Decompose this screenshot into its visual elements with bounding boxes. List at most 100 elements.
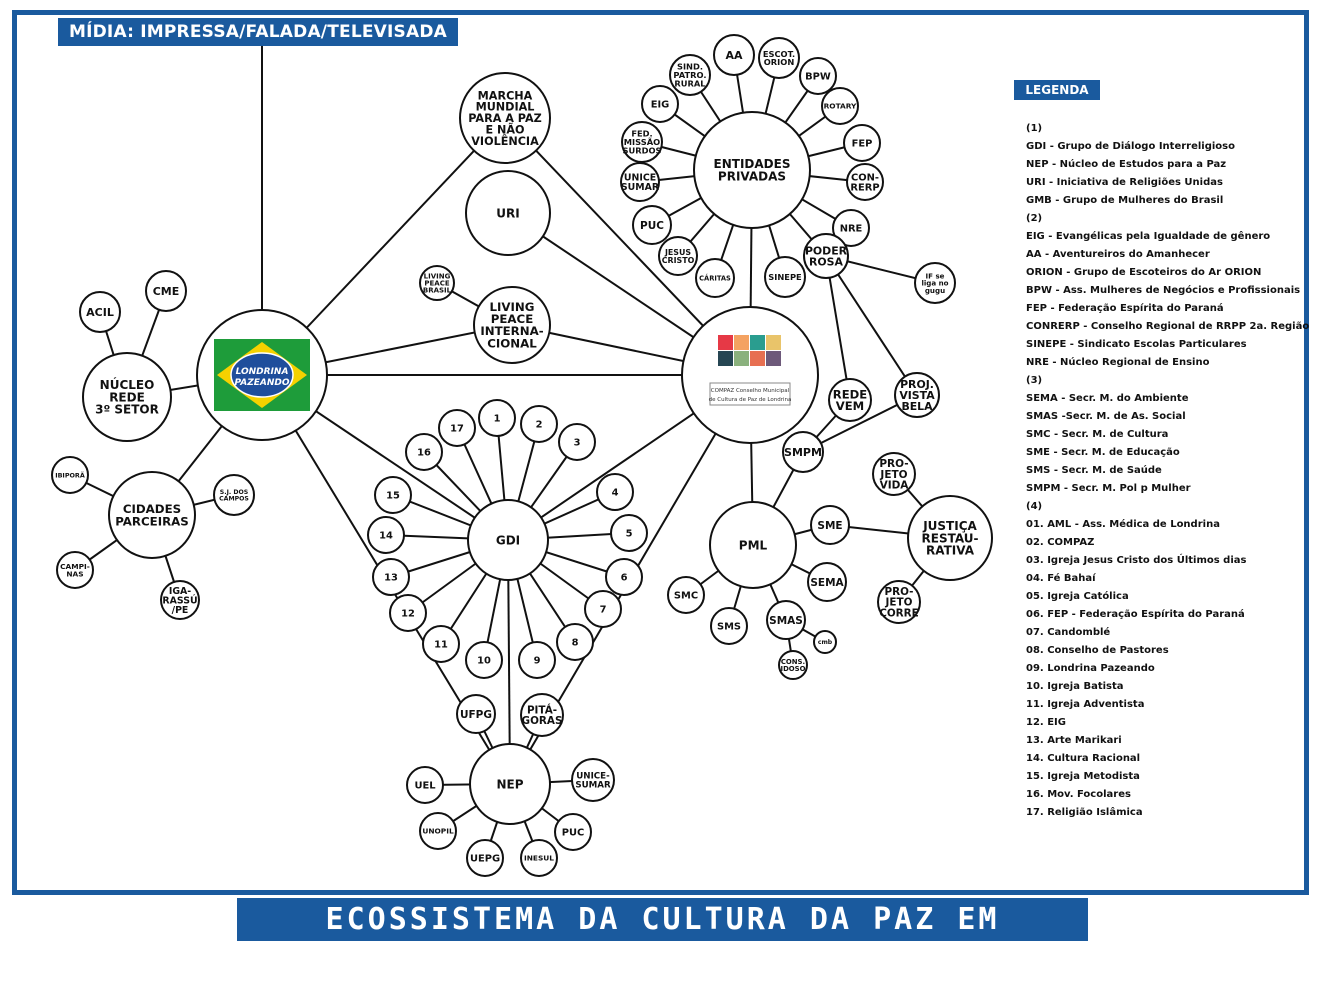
node-circle-smpm	[782, 431, 824, 473]
legend-item: 09. Londrina Pazeando	[1026, 663, 1155, 674]
node-label: ORION	[764, 57, 795, 67]
node-label: 9	[534, 656, 541, 667]
node-circle-ifsoligo	[914, 262, 956, 304]
node-circle-g10	[465, 641, 503, 679]
node-circle-escot	[758, 37, 800, 79]
legend-item: SMS - Secr. M. de Saúde	[1026, 465, 1162, 476]
node-gdi: GDI	[467, 499, 549, 581]
node-label: SMPM	[784, 446, 822, 459]
legend-item: SINEPE - Sindicato Escolas Particulares	[1026, 339, 1247, 350]
node-label: 17	[450, 424, 464, 435]
node-circle-jesuscristo	[658, 236, 698, 276]
edge-poderrosa-redevem	[825, 255, 851, 401]
node-campinas: CAMPI-NAS	[56, 551, 94, 589]
node-label: SMS	[717, 622, 741, 633]
node-label: INESUL	[524, 854, 554, 863]
node-circle-cme	[145, 270, 187, 312]
node-circle-g12	[389, 594, 427, 632]
node-label: IGA-	[169, 586, 191, 597]
node-label: AA	[725, 49, 743, 62]
node-circle-poderrosa	[803, 233, 849, 279]
node-circle-uri	[465, 170, 551, 256]
node-label: ROTARY	[824, 102, 857, 111]
node-label: PEACE	[491, 312, 534, 326]
node-g8: 8	[556, 623, 594, 661]
node-unicesumar2: UNICE-SUMAR	[571, 758, 615, 802]
compaz-logo-tile	[766, 335, 781, 350]
node-circle-fedsurdos	[621, 121, 663, 163]
node-uepg: UEPG	[466, 839, 504, 877]
node-smc: SMC	[667, 576, 705, 614]
node-circle-rotary	[821, 87, 859, 125]
node-label: MUNDIAL	[476, 101, 535, 114]
node-label: E NÃO	[485, 123, 524, 136]
node-cme: CME	[145, 270, 187, 312]
compaz-logo-tile	[734, 335, 749, 350]
node-label: CIDADES	[123, 502, 181, 516]
node-circle-g15	[374, 476, 412, 514]
node-inesul: INESUL	[520, 839, 558, 877]
node-igarassu: IGA-RASSÚ/PE	[160, 580, 200, 620]
node-label: S.J. DOS	[220, 489, 248, 496]
node-label: 3	[574, 438, 581, 449]
node-sms: SMS	[710, 607, 748, 645]
node-label: BRASIL	[423, 287, 452, 295]
legend-item: SMC - Secr. M. de Cultura	[1026, 429, 1169, 440]
node-label: NEP	[496, 777, 523, 791]
node-circle-ufpg	[456, 694, 496, 734]
node-circle-entidades	[693, 111, 811, 229]
node-circle-marcha	[459, 72, 551, 164]
node-label: URI	[496, 206, 519, 220]
legend-item: SMAS -Secr. M. de As. Social	[1026, 411, 1186, 422]
node-label: VIDA	[880, 479, 910, 491]
node-g3: 3	[558, 423, 596, 461]
node-label: PRO-	[885, 586, 914, 598]
node-uel: UEL	[406, 766, 444, 804]
node-label: CORRE	[879, 607, 919, 619]
legend-item: 11. Igreja Adventista	[1026, 699, 1145, 710]
legend-item: 13. Arte Marikari	[1026, 735, 1122, 746]
node-circle-g6	[605, 558, 643, 596]
node-label: 8	[572, 638, 579, 649]
node-compaz	[681, 306, 819, 444]
node-label: ROSA	[809, 255, 843, 268]
node-label: PEACE	[424, 280, 449, 288]
node-label: CONS.	[781, 658, 805, 666]
node-bpw: BPW	[799, 57, 837, 95]
compaz-logo-text: de Cultura de Paz de Londrina	[709, 397, 792, 403]
node-circle-g1	[478, 399, 516, 437]
top-banner: MÍDIA: IMPRESSA/FALADA/TELEVISADA	[58, 18, 458, 46]
node-label: SURDOS	[622, 145, 661, 155]
node-conrerp: CON-RERP	[846, 163, 884, 201]
legend-item: EIG - Evangélicas pela Igualdade de gêne…	[1026, 231, 1271, 242]
node-label: CME	[153, 285, 180, 298]
legend-list: (1)GDI - Grupo de Diálogo Interreligioso…	[1026, 120, 1309, 822]
node-label: PARA A PAZ	[468, 112, 542, 125]
node-label: UFPG	[460, 709, 492, 721]
node-smas: SMAS	[766, 600, 806, 640]
node-g1: 1	[478, 399, 516, 437]
node-label: ESCOT.	[763, 49, 795, 59]
node-circle-uepg	[466, 839, 504, 877]
node-label: CAMPOS	[219, 495, 249, 502]
page-title: ECOSSISTEMA DA CULTURA DA PAZ EM LONDRIN…	[237, 898, 1088, 980]
node-label: 11	[434, 640, 448, 651]
node-circle-smc	[667, 576, 705, 614]
node-label: /PE	[172, 605, 189, 616]
node-circle-sjcampos	[213, 474, 255, 516]
node-label: RASSÚ	[162, 594, 197, 606]
legend-item: 14. Cultura Racional	[1026, 753, 1141, 764]
node-circle-inesul	[520, 839, 558, 877]
node-label: REDE	[833, 387, 867, 401]
legend-item: CONRERP - Conselho Regional de RRPP 2a. …	[1026, 321, 1310, 332]
node-circle-g17	[438, 409, 476, 447]
